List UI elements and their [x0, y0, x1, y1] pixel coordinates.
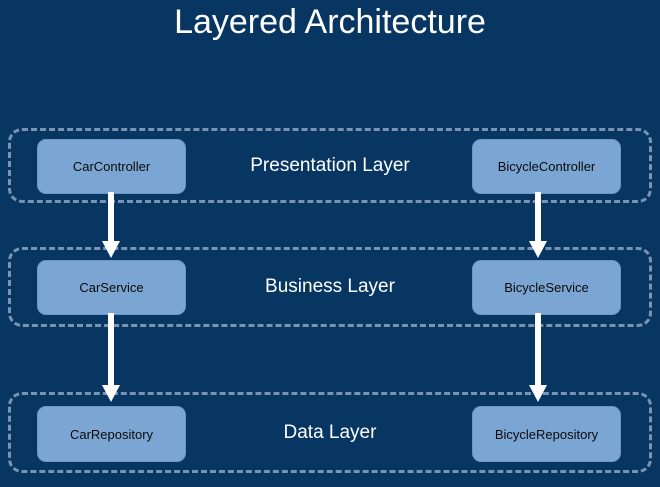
node-bicycle-service-label: BicycleService: [504, 280, 589, 295]
node-car-repository-label: CarRepository: [69, 426, 154, 442]
page-title: Layered Architecture: [174, 3, 486, 41]
node-bicycle-controller-label: BicycleController: [497, 159, 596, 174]
node-bicycle-service[interactable]: BicycleService: [472, 260, 621, 315]
node-car-repository[interactable]: CarRepository: [37, 406, 186, 462]
node-bicycle-repository-label: BicycleRepository: [494, 426, 599, 442]
node-car-controller[interactable]: CarController: [37, 139, 186, 194]
node-car-service[interactable]: CarService: [37, 260, 186, 315]
node-car-service-label: CarService: [79, 280, 144, 295]
node-bicycle-repository[interactable]: BicycleRepository: [472, 406, 621, 462]
node-car-controller-label: CarController: [72, 159, 151, 174]
node-bicycle-controller[interactable]: BicycleController: [472, 139, 621, 194]
